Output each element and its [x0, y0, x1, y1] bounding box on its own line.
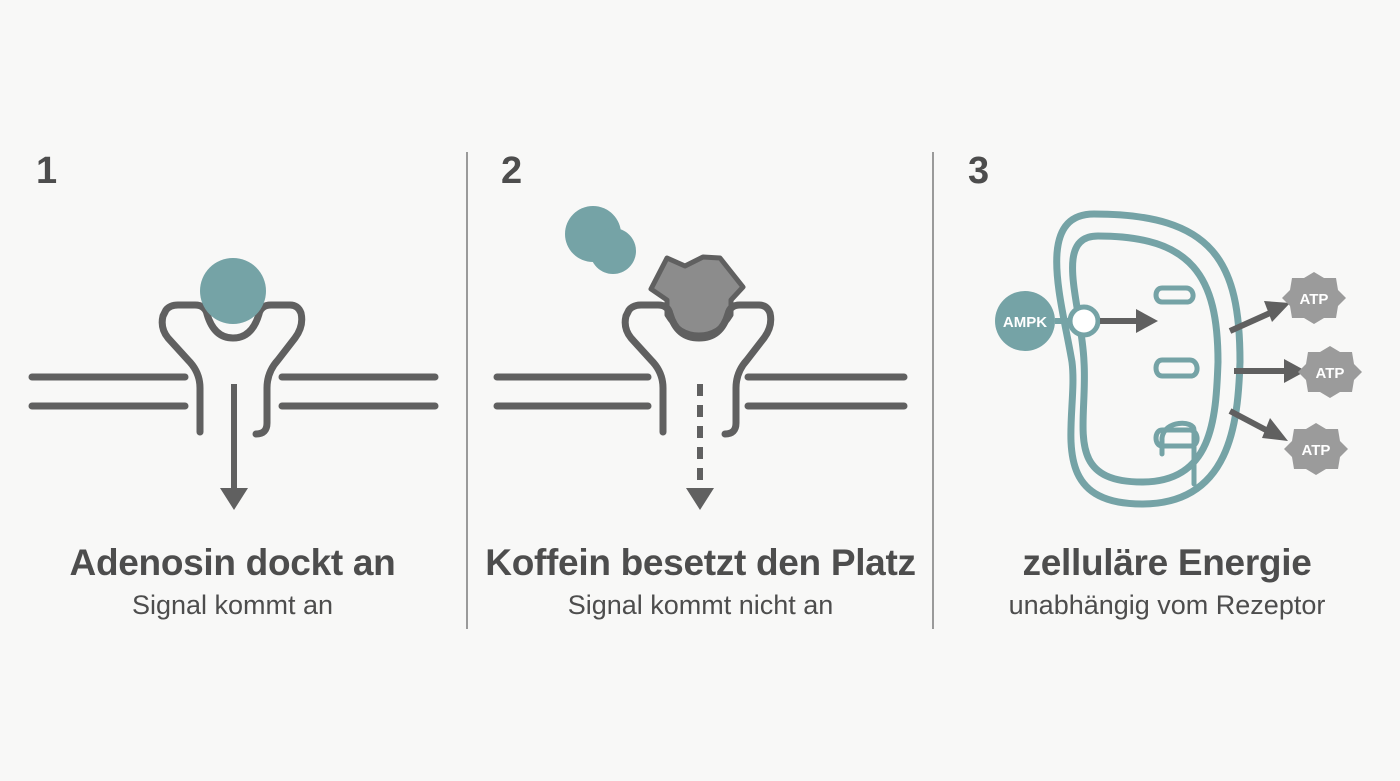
panel-energie: 3 AMPK	[934, 0, 1400, 781]
adenosin-molecule-icon	[200, 258, 266, 324]
mitochondrion-icon	[1053, 210, 1244, 508]
atp-label: ATP	[1316, 365, 1345, 382]
receptor-illustration	[28, 258, 439, 510]
signal-arrow-icon	[220, 384, 248, 510]
step-number: 1	[36, 150, 58, 192]
panel-subtitle: Signal kommt an	[131, 590, 334, 620]
atp-label: ATP	[1302, 442, 1331, 459]
panel-koffein: 2 Koffein besetzt den Platz Signal kommt…	[467, 0, 934, 781]
panel-divider	[932, 152, 934, 629]
cell-membrane	[28, 373, 439, 410]
receptor-blocked-illustration	[493, 206, 908, 510]
step-number: 2	[501, 150, 523, 192]
receptor-icon	[158, 301, 306, 438]
atp-label: ATP	[1300, 291, 1329, 308]
panel-divider	[466, 152, 468, 629]
adenosin-molecule-icon	[565, 206, 636, 274]
cell-membrane	[493, 373, 908, 410]
ampk-label: AMPK	[1003, 314, 1047, 331]
panel-title: zelluläre Energie	[1022, 542, 1312, 583]
panel-title: Koffein besetzt den Platz	[485, 542, 916, 583]
energy-arrow-icon	[1100, 309, 1158, 333]
receptor-icon	[621, 301, 775, 438]
atp-arrows	[1228, 301, 1306, 441]
ampk-node-icon: AMPK	[995, 291, 1101, 351]
koffein-molecule-icon	[648, 254, 746, 338]
atp-badge-icon	[1282, 272, 1362, 475]
mitochondrion-illustration: AMPK ATP ATP ATP	[995, 210, 1362, 508]
step-number: 3	[968, 150, 990, 192]
panel-adenosin: 1 Adenosin dockt an Signal kommt an	[0, 0, 467, 781]
panel-title: Adenosin dockt an	[69, 542, 396, 583]
panel-subtitle: Signal kommt nicht an	[567, 590, 834, 620]
panel-subtitle: unabhängig vom Rezeptor	[1008, 590, 1326, 620]
blocked-signal-arrow-icon	[686, 384, 714, 510]
